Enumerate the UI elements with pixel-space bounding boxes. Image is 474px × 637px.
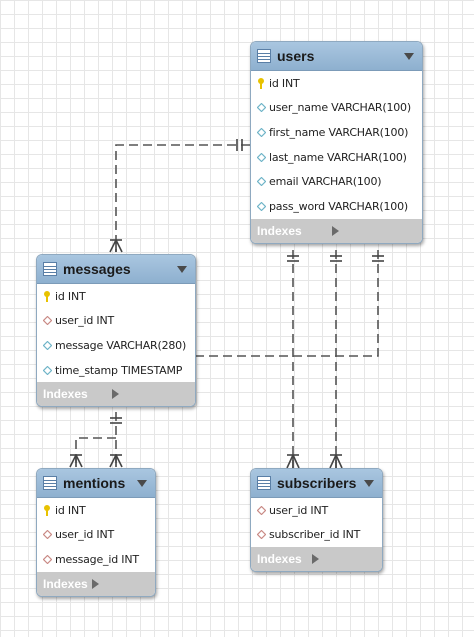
foreign-key-diamond-icon (42, 316, 52, 326)
column-list: id INT user_id INT message_id INT (37, 498, 155, 572)
subscribers-table-header[interactable]: subscribers (251, 469, 382, 498)
foreign-key-diamond-icon (42, 530, 52, 540)
messages-table[interactable]: messages id INT user_id INT message VARC… (36, 254, 196, 408)
indexes-section[interactable]: Indexes (251, 218, 422, 243)
column-diamond-icon (256, 152, 266, 162)
messages-table-header[interactable]: messages (37, 255, 195, 284)
column-text: last_name VARCHAR(100) (269, 150, 407, 164)
column-row[interactable]: pass_word VARCHAR(100) (251, 194, 422, 219)
column-diamond-icon (256, 177, 266, 187)
foreign-key-diamond-icon (256, 505, 266, 515)
column-text: first_name VARCHAR(100) (269, 125, 409, 139)
chevron-right-icon[interactable] (312, 554, 374, 565)
column-row[interactable]: id INT (37, 498, 155, 523)
column-text: user_id INT (269, 503, 329, 517)
column-text: message VARCHAR(280) (55, 338, 187, 352)
column-row[interactable]: id INT (251, 71, 422, 96)
subscribers-table[interactable]: subscribers user_id INT subscriber_id IN… (250, 468, 383, 573)
table-name: mentions (63, 475, 126, 491)
column-text: pass_word VARCHAR(100) (269, 199, 408, 213)
users-messages-connector-2 (196, 250, 379, 357)
column-text: user_id INT (55, 314, 115, 328)
indexes-section[interactable]: Indexes (37, 382, 195, 407)
column-text: time_stamp TIMESTAMP (55, 363, 183, 377)
users-messages-connector (115, 144, 250, 252)
mentions-table-header[interactable]: mentions (37, 469, 155, 498)
column-row[interactable]: user_name VARCHAR(100) (251, 96, 422, 121)
column-text: id INT (55, 503, 86, 517)
chevron-down-icon[interactable] (364, 479, 374, 487)
chevron-right-icon[interactable] (91, 578, 148, 589)
chevron-right-icon[interactable] (332, 225, 414, 236)
chevron-down-icon[interactable] (137, 479, 147, 487)
column-list: id INT user_name VARCHAR(100) first_name… (251, 71, 422, 219)
column-row[interactable]: first_name VARCHAR(100) (251, 120, 422, 145)
chevron-down-icon[interactable] (404, 52, 414, 60)
indexes-label: Indexes (43, 576, 88, 591)
column-diamond-icon (256, 103, 266, 113)
column-text: user_id INT (55, 528, 115, 542)
column-list: id INT user_id INT message VARCHAR(280) … (37, 284, 195, 382)
indexes-label: Indexes (257, 223, 302, 238)
table-name: messages (63, 261, 131, 277)
table-icon (257, 49, 271, 63)
key-icon (42, 504, 52, 516)
column-diamond-icon (42, 340, 52, 350)
indexes-section[interactable]: Indexes (37, 571, 155, 596)
table-icon (43, 262, 57, 276)
chevron-right-icon[interactable] (111, 389, 188, 400)
users-table-header[interactable]: users (251, 42, 422, 71)
column-row[interactable]: user_id INT (37, 523, 155, 548)
column-diamond-icon (42, 365, 52, 375)
column-text: id INT (269, 76, 300, 90)
users-table[interactable]: users id INT user_name VARCHAR(100) firs… (250, 41, 423, 244)
column-text: user_name VARCHAR(100) (269, 101, 411, 115)
foreign-key-diamond-icon (256, 530, 266, 540)
indexes-label: Indexes (257, 552, 302, 567)
column-row[interactable]: subscriber_id INT (251, 523, 382, 548)
table-icon (257, 476, 271, 490)
indexes-section[interactable]: Indexes (251, 547, 382, 572)
column-row[interactable]: user_id INT (251, 498, 382, 523)
column-row[interactable]: time_stamp TIMESTAMP (37, 358, 195, 383)
key-icon (42, 290, 52, 302)
column-row[interactable]: user_id INT (37, 309, 195, 334)
key-icon (256, 77, 266, 89)
column-row[interactable]: id INT (37, 284, 195, 309)
column-text: id INT (55, 289, 86, 303)
column-list: user_id INT subscriber_id INT (251, 498, 382, 547)
table-name: subscribers (277, 475, 357, 491)
column-row[interactable]: message VARCHAR(280) (37, 333, 195, 358)
chevron-down-icon[interactable] (177, 265, 187, 273)
column-text: subscriber_id INT (269, 528, 361, 542)
column-row[interactable]: last_name VARCHAR(100) (251, 145, 422, 170)
column-text: email VARCHAR(100) (269, 175, 382, 189)
column-text: message_id INT (55, 552, 139, 566)
column-row[interactable]: message_id INT (37, 547, 155, 572)
column-diamond-icon (256, 201, 266, 211)
column-diamond-icon (256, 127, 266, 137)
messages-mentions-connector-2 (75, 437, 116, 468)
column-row[interactable]: email VARCHAR(100) (251, 169, 422, 194)
indexes-label: Indexes (43, 387, 88, 402)
foreign-key-diamond-icon (42, 554, 52, 564)
table-name: users (277, 48, 315, 64)
table-icon (43, 476, 57, 490)
mentions-table[interactable]: mentions id INT user_id INT message_id I… (36, 468, 156, 597)
